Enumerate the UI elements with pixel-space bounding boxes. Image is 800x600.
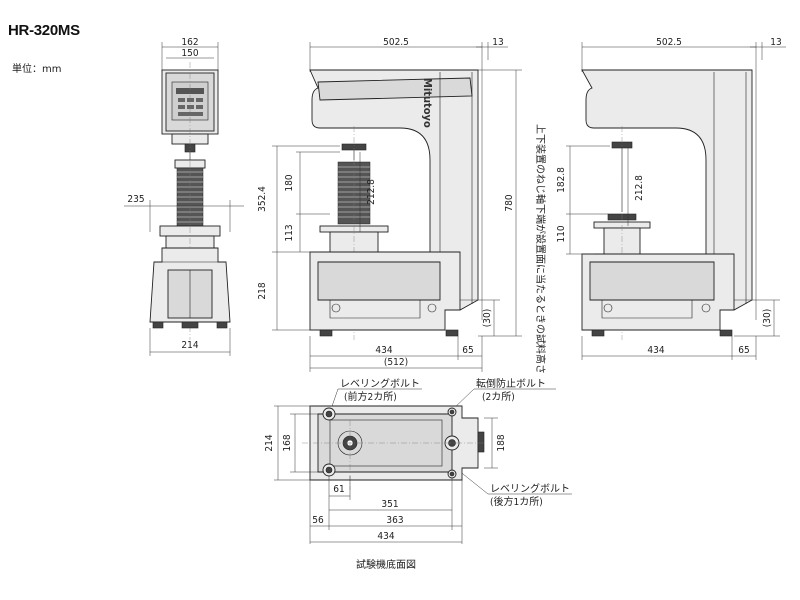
leveling-front-sub: (前方2カ所)	[344, 390, 397, 403]
right-depth: 502.5	[656, 37, 682, 48]
front-width-inner: 150	[181, 48, 198, 59]
left-overall-height: 780	[504, 194, 515, 211]
left-foot-height: (30)	[482, 309, 493, 327]
left-overall-depth: (512)	[384, 357, 408, 368]
right-top-offset: 13	[770, 37, 781, 48]
left-stroke-total: 352.4	[257, 186, 268, 212]
leveling-rear-label: レベリングボルト	[490, 482, 570, 495]
front-side-dim: 235	[127, 194, 144, 205]
side-view-left: 502.5 13 Mitutoyo	[257, 37, 522, 372]
unit-label: 単位：mm	[12, 64, 62, 75]
right-lower: 110	[556, 225, 567, 242]
model-title: HR-320MS	[8, 22, 80, 39]
side-view-right: 502.5 13 182.8 110 212.8	[556, 37, 786, 360]
left-foot-gap: 65	[462, 345, 473, 356]
leveling-front-label: レベリングボルト	[340, 377, 420, 390]
front-base-width: 214	[181, 340, 198, 351]
right-base-depth: 434	[647, 345, 664, 356]
left-test-height: 212.8	[366, 179, 377, 205]
bottom-view-caption: 試験機底面図	[356, 558, 416, 571]
bottom-dim-434: 434	[377, 531, 394, 542]
brand-mark: Mitutoyo	[421, 78, 434, 128]
bottom-height-outer: 214	[264, 434, 275, 451]
bottom-dim-56: 56	[312, 515, 324, 526]
bottom-height-right: 188	[496, 434, 507, 451]
leveling-rear-sub: (後方1カ所)	[490, 495, 543, 508]
vertical-note: 上下装置のねじ軸下端が設置面に当たるときの試料高さ	[534, 124, 547, 374]
left-base-depth: 434	[375, 345, 392, 356]
right-foot-gap: 65	[738, 345, 749, 356]
left-base-height: 218	[257, 282, 268, 299]
right-test-height: 212.8	[634, 175, 645, 201]
anti-tip-sub: (2カ所)	[482, 391, 515, 403]
front-width-outer: 162	[181, 37, 198, 48]
bottom-height-inner: 168	[282, 434, 293, 451]
anti-tip-label: 転倒防止ボルト	[476, 377, 546, 390]
right-upper: 182.8	[556, 167, 567, 193]
left-depth: 502.5	[383, 37, 409, 48]
left-top-offset: 13	[492, 37, 503, 48]
bottom-dim-363: 363	[386, 515, 403, 526]
left-upper: 180	[284, 174, 295, 191]
left-lower: 113	[284, 224, 295, 241]
right-foot-height: (30)	[762, 309, 773, 327]
front-view: 162 150	[124, 37, 244, 356]
bottom-dim-61: 61	[333, 484, 344, 495]
bottom-view: レベリングボルト (前方2カ所) 転倒防止ボルト (2カ所) レベリングボルト …	[264, 377, 572, 571]
bottom-dim-351: 351	[381, 499, 398, 510]
